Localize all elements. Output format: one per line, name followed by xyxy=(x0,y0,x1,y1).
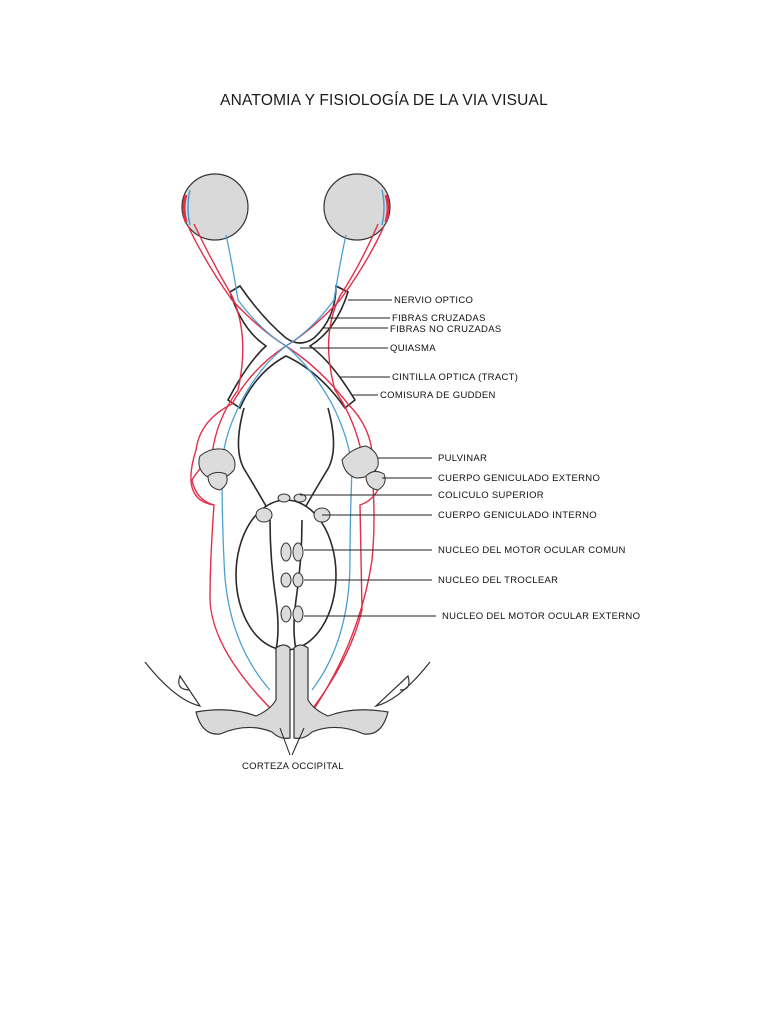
label-nervio-optico: NERVIO OPTICO xyxy=(394,295,473,306)
left-geniculate-pulvinar xyxy=(198,448,236,491)
right-eyeball xyxy=(323,173,391,241)
label-coliculo-superior: COLICULO SUPERIOR xyxy=(438,490,544,501)
left-medial-geniculate xyxy=(255,507,273,523)
label-cuerpo-geniculado-interno: CUERPO GENICULADO INTERNO xyxy=(438,510,597,521)
label-leader-lines xyxy=(279,299,436,756)
occipital-cortex xyxy=(144,644,431,739)
page-title: ANATOMIA Y FISIOLOGÍA DE LA VIA VISUAL xyxy=(220,92,548,109)
label-comisura-gudden: COMISURA DE GUDDEN xyxy=(380,390,496,401)
right-geniculate-pulvinar xyxy=(341,445,386,491)
label-nucleo-motor-ocular-externo: NUCLEO DEL MOTOR OCULAR EXTERNO xyxy=(442,611,640,622)
crossed-fibers-paths xyxy=(187,223,385,713)
label-nucleo-troclear: NUCLEO DEL TROCLEAR xyxy=(438,575,558,586)
label-nucleo-motor-ocular-comun: NUCLEO DEL MOTOR OCULAR COMUN xyxy=(438,545,626,556)
trochlear-nuclei xyxy=(280,572,304,588)
label-fibras-no-cruzadas: FIBRAS NO CRUZADAS xyxy=(390,324,502,335)
label-pulvinar: PULVINAR xyxy=(438,453,487,464)
abducens-nuclei xyxy=(280,605,304,623)
superior-colliculus xyxy=(277,493,307,503)
left-eyeball xyxy=(181,173,249,241)
uncrossed-fibers-paths xyxy=(221,234,353,691)
oculomotor-nuclei xyxy=(280,542,304,562)
label-fibras-cruzadas: FIBRAS CRUZADAS xyxy=(392,313,486,324)
label-cuerpo-geniculado-externo: CUERPO GENICULADO EXTERNO xyxy=(438,473,600,484)
label-cintilla-optica: CINTILLA OPTICA (TRACT) xyxy=(392,372,518,383)
label-quiasma: QUIASMA xyxy=(390,343,436,354)
label-corteza-occipital: CORTEZA OCCIPITAL xyxy=(242,761,344,772)
